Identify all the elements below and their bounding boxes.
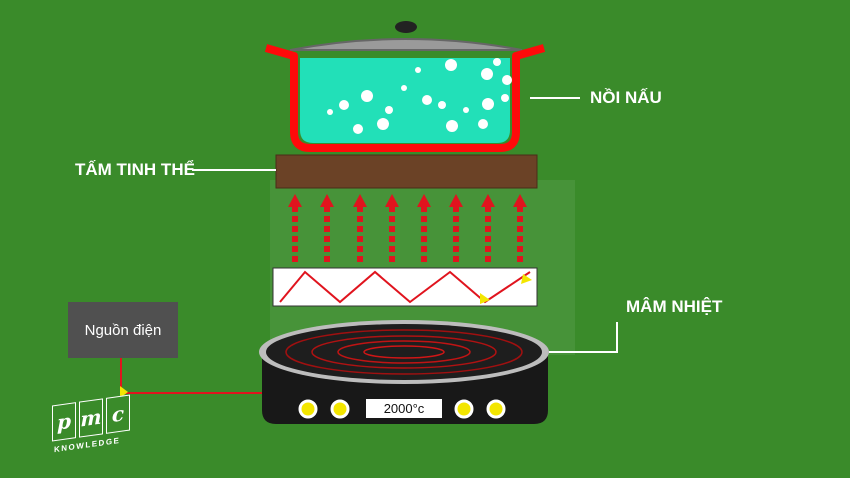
heat-arrow [513, 194, 527, 262]
knob [330, 399, 350, 419]
heating-plate-label: MÂM NHIỆT [626, 297, 723, 316]
knob [298, 399, 318, 419]
water-bubbles [327, 58, 512, 134]
pot-lid [289, 21, 523, 51]
heat-arrow [320, 194, 334, 262]
heat-arrow [417, 194, 431, 262]
knob [486, 399, 506, 419]
heat-arrows [288, 194, 527, 262]
stove-knobs [298, 399, 506, 419]
knob [454, 399, 474, 419]
induction-coil [272, 267, 538, 307]
pot-body [264, 44, 546, 152]
heat-arrow [353, 194, 367, 262]
leader-lines [192, 97, 618, 353]
power-source-box: Nguồn điện [68, 302, 178, 358]
heat-arrow [288, 194, 302, 262]
pmc-logo: p m c KNOWLEDGE [52, 394, 130, 468]
crystal-plate-label: TẤM TINH THỂ [75, 160, 195, 179]
pot-label: NỒI NẤU [590, 88, 662, 107]
power-source-label: Nguồn điện [84, 321, 162, 339]
logo-letter: c [106, 394, 130, 434]
heat-arrow [481, 194, 495, 262]
crystal-plate [275, 154, 538, 189]
heat-arrow [449, 194, 463, 262]
water [300, 58, 510, 143]
power-cable [120, 358, 262, 398]
logo-letter: m [79, 398, 103, 438]
temperature-display: 2000°c [366, 399, 442, 418]
logo-letter: p [52, 402, 76, 442]
heating-plate [259, 320, 549, 424]
heat-arrow [385, 194, 399, 262]
